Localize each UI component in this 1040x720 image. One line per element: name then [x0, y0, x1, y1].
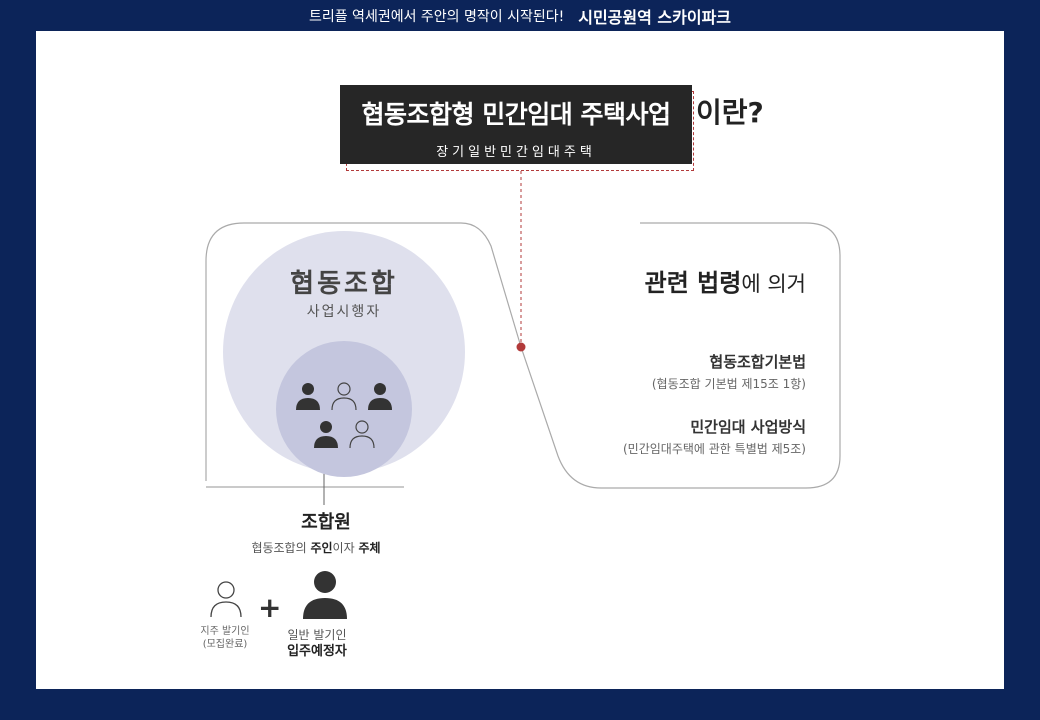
connector-dot: [516, 342, 526, 352]
caption1-line1: 지주 발기인: [200, 626, 250, 637]
person-outline-icon: [210, 581, 242, 618]
law-item-name: 협동조합기본법: [709, 353, 806, 371]
person-outline-icon: [349, 420, 375, 449]
member-desc-subject: 주체: [358, 541, 381, 555]
law-item-desc: (협동조합 기본법 제15조 1항): [651, 377, 806, 391]
title-box: 협동조합형 민간임대 주택사업 장기일반민간임대주택: [340, 85, 692, 164]
title-sub: 장기일반민간임대주택: [436, 145, 596, 160]
caption2-line1: 일반 발기인: [287, 628, 347, 642]
frame-outline: [205, 222, 841, 489]
banner-brand: 시민공원역 스카이파크: [578, 7, 732, 27]
law-item: 협동조합기본법 (협동조합 기본법 제15조 1항): [556, 351, 806, 392]
caption-general-founder: 일반 발기인 입주예정자: [272, 627, 362, 660]
law-item-name: 민간임대 사업방식: [690, 418, 806, 436]
law-heading: 관련 법령에 의거: [596, 263, 806, 298]
law-heading-rest: 에 의거: [741, 272, 806, 296]
cooperative-subtitle: 사업시행자: [306, 304, 382, 320]
plus-sign: +: [258, 591, 282, 624]
top-banner: 트리플 역세권에서 주안의 명작이 시작된다! 시민공원역 스카이파크: [0, 0, 1040, 31]
member-desc-owner: 주인: [310, 541, 333, 555]
connector-lines: [205, 171, 841, 505]
caption-landowner-founder: 지주 발기인 (모집완료): [190, 625, 260, 651]
member-desc-pre: 협동조합의: [251, 541, 311, 555]
member-title: 조합원: [301, 512, 351, 533]
person-filled-icon: [296, 383, 320, 410]
cooperative-title: 협동조합: [290, 269, 398, 299]
law-heading-bold: 관련 법령: [644, 269, 742, 297]
title-suffix: 이란?: [696, 96, 764, 129]
banner-tagline: 트리플 역세권에서 주안의 명작이 시작된다!: [308, 8, 565, 25]
title-main: 협동조합형 민간임대 주택사업: [361, 100, 671, 129]
law-item: 민간임대 사업방식 (민간임대주택에 관한 특별법 제5조): [556, 416, 806, 457]
law-item-desc: (민간임대주택에 관한 특별법 제5조): [622, 442, 806, 456]
member-description: 협동조합의 주인이자 주체: [196, 539, 436, 556]
person-outline-icon: [331, 382, 357, 411]
caption2-line2: 입주예정자: [287, 644, 347, 659]
person-filled-icon: [368, 383, 392, 410]
caption1-line2: (모집완료): [202, 639, 248, 650]
content-panel: 협동조합형 민간임대 주택사업 장기일반민간임대주택 이란? 협동조합 사업시행…: [36, 31, 1004, 689]
member-desc-mid: 이자: [332, 541, 359, 555]
person-filled-icon: [314, 421, 338, 448]
person-filled-large-icon: [303, 571, 347, 619]
